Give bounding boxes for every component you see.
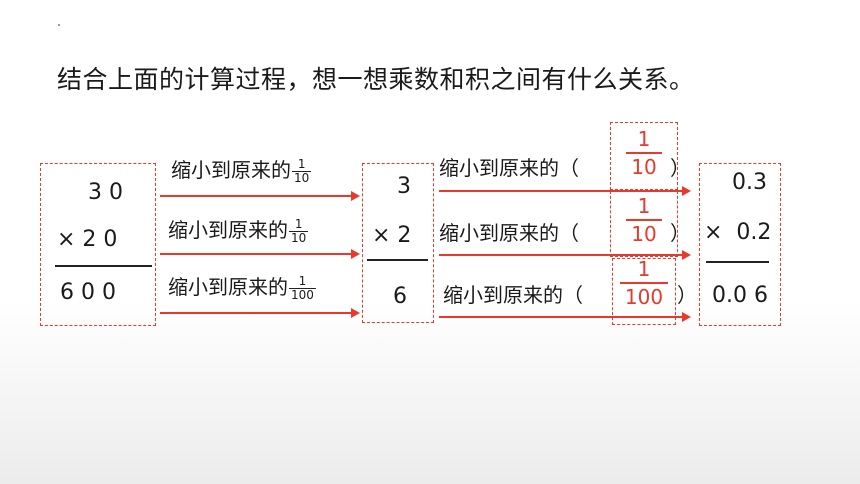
right-label-3-close: ） <box>677 283 697 307</box>
calc-box-3 <box>699 163 781 326</box>
answer-box-3 <box>612 258 676 325</box>
answer-2-numerator: 1 <box>637 194 651 218</box>
calc2-factor-a: 3 <box>397 174 411 199</box>
left-arrow-1 <box>160 191 360 201</box>
answer-2-denominator: 10 <box>631 222 657 246</box>
answer-3-fraction-bar <box>620 282 668 284</box>
calc1-product: 6 0 0 <box>60 280 116 305</box>
calc1-factor-a: 3 0 <box>88 180 123 205</box>
left-arrow-3 <box>160 308 360 318</box>
calc2-factor-b: × 2 <box>372 223 412 248</box>
right-label-2: 缩小到原来的（ <box>439 221 579 245</box>
fraction-numerator: 1 <box>292 157 312 173</box>
answer-box-1 <box>610 122 678 190</box>
right-label-3: 缩小到原来的（ <box>443 283 583 307</box>
calc3-divider <box>706 261 769 263</box>
left-arrow-2 <box>160 249 360 259</box>
right-label-1: 缩小到原来的（ <box>439 156 579 180</box>
answer-3-numerator: 1 <box>637 257 651 281</box>
right-label-1-close: ） <box>670 156 690 180</box>
calc1-factor-b: × 2 0 <box>57 227 118 252</box>
page-title: 结合上面的计算过程，想一想乘数和积之间有什么关系。 <box>57 65 695 94</box>
left-label-1-text: 缩小到原来的 <box>171 158 291 183</box>
answer-3-denominator: 100 <box>624 285 664 309</box>
fraction-numerator: 1 <box>289 217 309 233</box>
answer-fraction-1: 1 10 <box>626 129 662 177</box>
answer-fraction-2: 1 10 <box>626 196 662 244</box>
calc3-factor-a: 0.3 <box>732 170 767 195</box>
calc2-divider <box>367 259 428 261</box>
answer-fraction-3: 1 100 <box>620 259 668 307</box>
background-gradient <box>0 300 860 484</box>
answer-2-fraction-bar <box>626 219 662 221</box>
right-label-2-close: ） <box>670 221 690 245</box>
answer-1-numerator: 1 <box>637 127 651 151</box>
left-label-2-text: 缩小到原来的 <box>168 218 288 243</box>
decorative-dot <box>58 24 60 26</box>
calc3-product: 0.0 6 <box>712 283 768 308</box>
answer-1-fraction-bar <box>626 152 662 154</box>
left-label-3-text: 缩小到原来的 <box>168 275 288 300</box>
answer-box-2 <box>610 191 678 257</box>
right-arrow-3 <box>439 312 691 322</box>
calc-box-2 <box>362 163 434 323</box>
fraction-denominator: 10 <box>294 171 310 186</box>
calc1-divider <box>55 265 152 267</box>
fraction-denominator: 10 <box>291 231 307 246</box>
calc-box-1 <box>40 163 156 326</box>
fraction-numerator: 1 <box>289 274 316 290</box>
fraction-denominator: 100 <box>291 288 314 303</box>
answer-1-denominator: 10 <box>631 155 657 179</box>
right-arrow-2 <box>439 250 691 260</box>
right-arrow-1 <box>439 186 691 196</box>
calc3-factor-b: × 0.2 <box>704 220 772 245</box>
calc2-product: 6 <box>393 284 407 309</box>
